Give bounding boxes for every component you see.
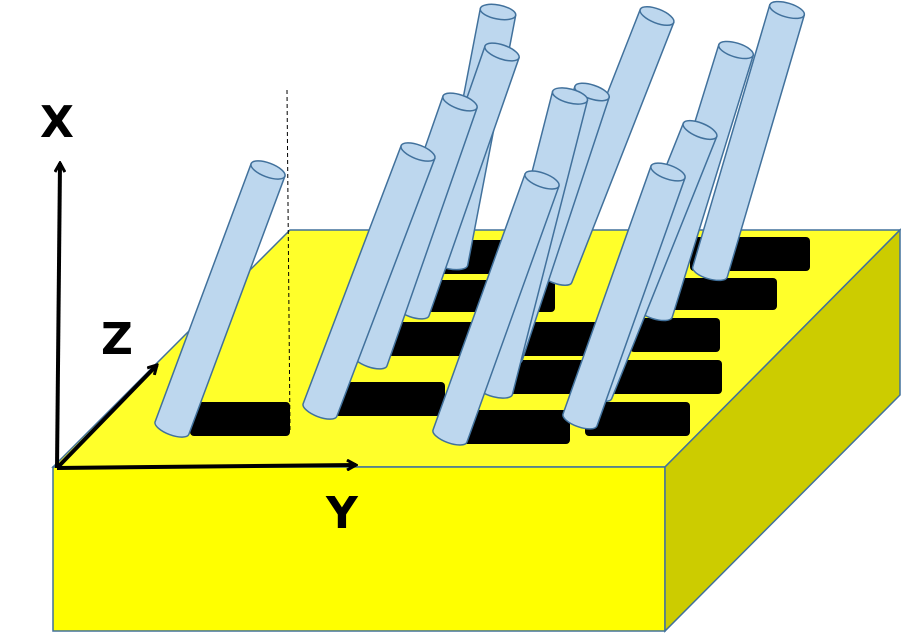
rod-top-cap: [717, 40, 755, 60]
rod-body: [154, 162, 286, 438]
rod-body: [562, 165, 686, 430]
electrode-pad: [660, 278, 777, 310]
y-axis-arrow: [56, 465, 356, 468]
substrate-side-face: [664, 228, 901, 633]
rod-top-cap: [682, 119, 718, 141]
rod-top-cap: [479, 3, 517, 21]
rod-top-cap: [400, 142, 436, 162]
substrate-front-face: [52, 466, 666, 632]
electrode-pad: [610, 360, 722, 394]
rod: [691, 0, 806, 282]
coordinate-axes: [57, 163, 356, 468]
rod-top-cap: [442, 92, 478, 112]
y-axis-label: Y: [326, 488, 358, 539]
z-axis-arrow: [55, 365, 157, 470]
rod-body: [691, 3, 806, 282]
rod-top-cap: [524, 170, 560, 190]
electrode-pad: [585, 402, 690, 436]
electrode-pad: [190, 402, 290, 436]
electrode-pad: [455, 410, 570, 444]
rod-top-cap: [650, 162, 686, 182]
z-axis-label: Z: [101, 314, 133, 365]
x-axis-arrow: [57, 163, 60, 469]
rod-top-cap: [551, 87, 589, 105]
rod-top-cap: [484, 42, 520, 62]
rod-top-cap: [639, 5, 675, 27]
rod-top-cap: [574, 82, 610, 102]
dashed-guide-line: [286, 89, 291, 431]
rods: [154, 0, 806, 446]
rod-body: [302, 144, 436, 420]
rod-body: [432, 172, 560, 446]
rod: [562, 162, 686, 430]
electrode-pad: [335, 382, 445, 416]
rod: [432, 170, 560, 446]
rod: [352, 92, 478, 370]
rod: [154, 160, 286, 438]
x-axis-label: X: [40, 97, 74, 148]
rod-top-cap: [768, 0, 806, 20]
rod-top-cap: [250, 160, 286, 180]
rod: [302, 142, 436, 420]
electrode-pad: [630, 318, 720, 352]
